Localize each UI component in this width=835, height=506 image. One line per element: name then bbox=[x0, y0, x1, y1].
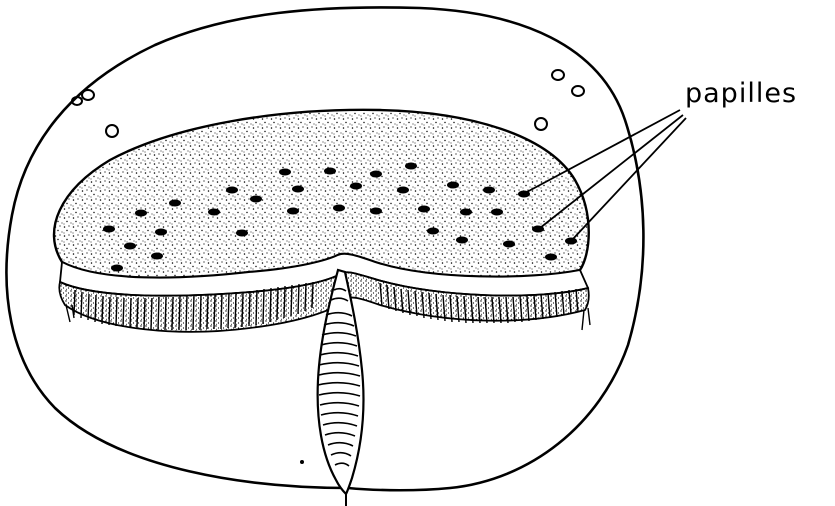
speck bbox=[300, 460, 304, 464]
papilla bbox=[124, 243, 136, 250]
papilla bbox=[565, 238, 577, 245]
pore-right-upper bbox=[552, 70, 564, 80]
pore-left-upper bbox=[82, 90, 94, 100]
papilla bbox=[111, 265, 123, 272]
papilla bbox=[279, 169, 291, 176]
papilla bbox=[250, 196, 262, 203]
pore-left bbox=[106, 125, 118, 137]
pore-right-upper-b bbox=[572, 86, 584, 96]
papilla bbox=[333, 205, 345, 212]
papilla bbox=[418, 206, 430, 213]
papilla bbox=[287, 208, 299, 215]
papilla bbox=[545, 254, 557, 261]
papilla bbox=[460, 209, 472, 216]
papilla bbox=[151, 253, 163, 260]
papilla bbox=[324, 168, 336, 175]
papilla bbox=[135, 210, 147, 217]
papilla bbox=[427, 228, 439, 235]
papilla bbox=[370, 171, 382, 178]
papillae-label: papilles bbox=[685, 78, 797, 109]
papilla bbox=[370, 208, 382, 215]
papilla bbox=[208, 209, 220, 216]
papilla bbox=[491, 209, 503, 216]
upper-lip bbox=[54, 110, 589, 278]
papilla bbox=[103, 226, 115, 233]
papilla bbox=[236, 230, 248, 237]
papilla bbox=[447, 182, 459, 189]
papilla bbox=[226, 187, 238, 194]
papilla bbox=[405, 163, 417, 170]
papilla bbox=[397, 187, 409, 194]
papilla bbox=[155, 229, 167, 236]
papilla bbox=[483, 187, 495, 194]
papilla bbox=[503, 241, 515, 248]
pore-right bbox=[535, 118, 547, 130]
papilla bbox=[456, 237, 468, 244]
papilla bbox=[292, 186, 304, 193]
papilla bbox=[169, 200, 181, 207]
papilla bbox=[350, 183, 362, 190]
